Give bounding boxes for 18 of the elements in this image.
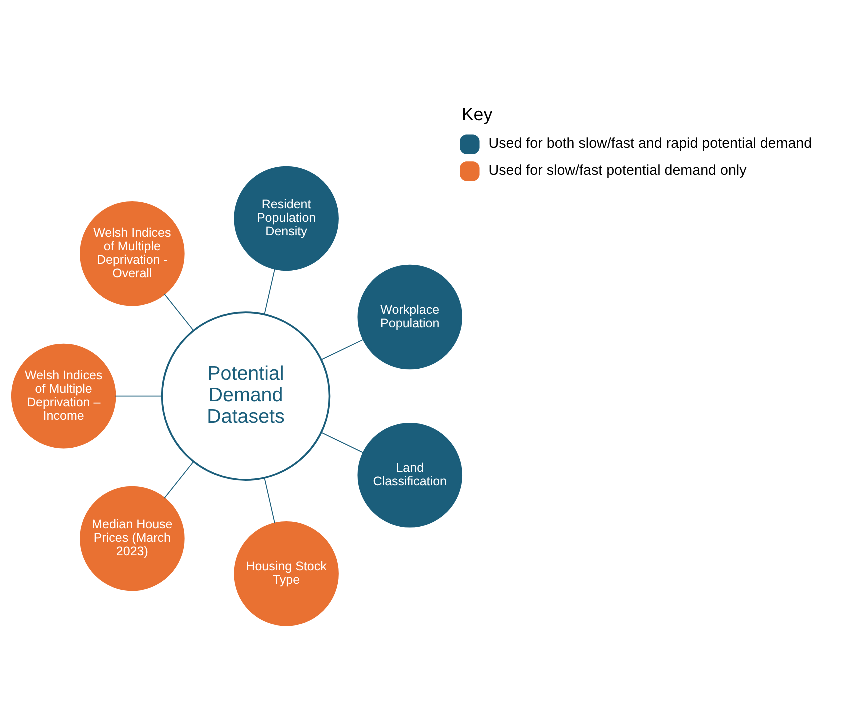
connector (164, 461, 194, 498)
node-circle: Resident Population Density (234, 166, 339, 271)
connector (321, 432, 364, 453)
node-circle: Welsh Indices of Multiple Deprivation – Income (11, 343, 116, 448)
legend-label: Used for slow/fast potential demand only (488, 162, 747, 178)
connector (115, 395, 163, 396)
node-circle: Potential Demand Datasets (161, 311, 331, 480)
node-circle: Housing Stock Type (234, 521, 339, 626)
connector (264, 268, 276, 314)
node-circle: Land Classification (358, 422, 463, 528)
legend-label: Used for both slow/fast and rapid potential demand (488, 136, 812, 152)
connector (164, 293, 194, 330)
label: Key (462, 104, 493, 124)
node-circle: Median House Prices (March 2023) (80, 486, 185, 591)
node-circle: Workplace Population (358, 264, 463, 370)
node-circle: Welsh Indices of Multiple Deprivation - Overall (80, 201, 185, 306)
connector (321, 338, 364, 360)
connector (264, 477, 276, 524)
